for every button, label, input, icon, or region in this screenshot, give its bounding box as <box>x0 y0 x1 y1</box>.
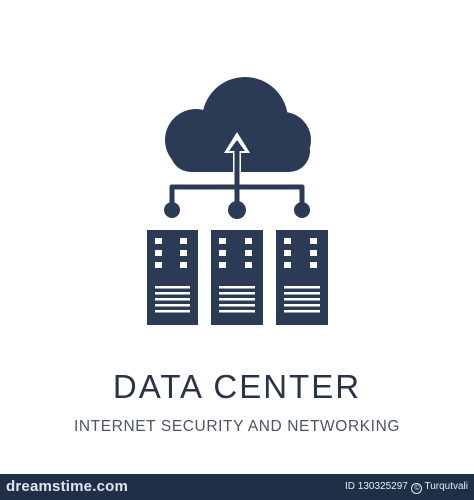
data-center-icon <box>147 77 328 325</box>
stock-footer-bar: dreamstime.com ID 130325297 ©Turqutvali <box>0 474 474 500</box>
network-connector-icon <box>169 169 305 207</box>
stock-image-canvas: DATA CENTER INTERNET SECURITY AND NETWOR… <box>73 77 401 435</box>
network-nodes <box>164 201 310 219</box>
server-rack-left <box>147 230 198 325</box>
brand-prefix: dreams <box>6 478 61 495</box>
brand-logo: dreamstime.com <box>6 478 128 495</box>
copyright-icon: © <box>411 483 423 494</box>
server-rack-center <box>211 230 263 325</box>
image-id-label: ID 130325297 <box>345 481 408 492</box>
icon-subtitle: INTERNET SECURITY AND NETWORKING <box>73 418 401 435</box>
author-credit: ©Turqutvali <box>411 481 468 494</box>
server-rack-right <box>276 230 328 325</box>
icon-title: DATA CENTER <box>112 368 362 405</box>
author-name: Turqutvali <box>424 481 468 492</box>
brand-suffix: time.com <box>60 478 129 495</box>
